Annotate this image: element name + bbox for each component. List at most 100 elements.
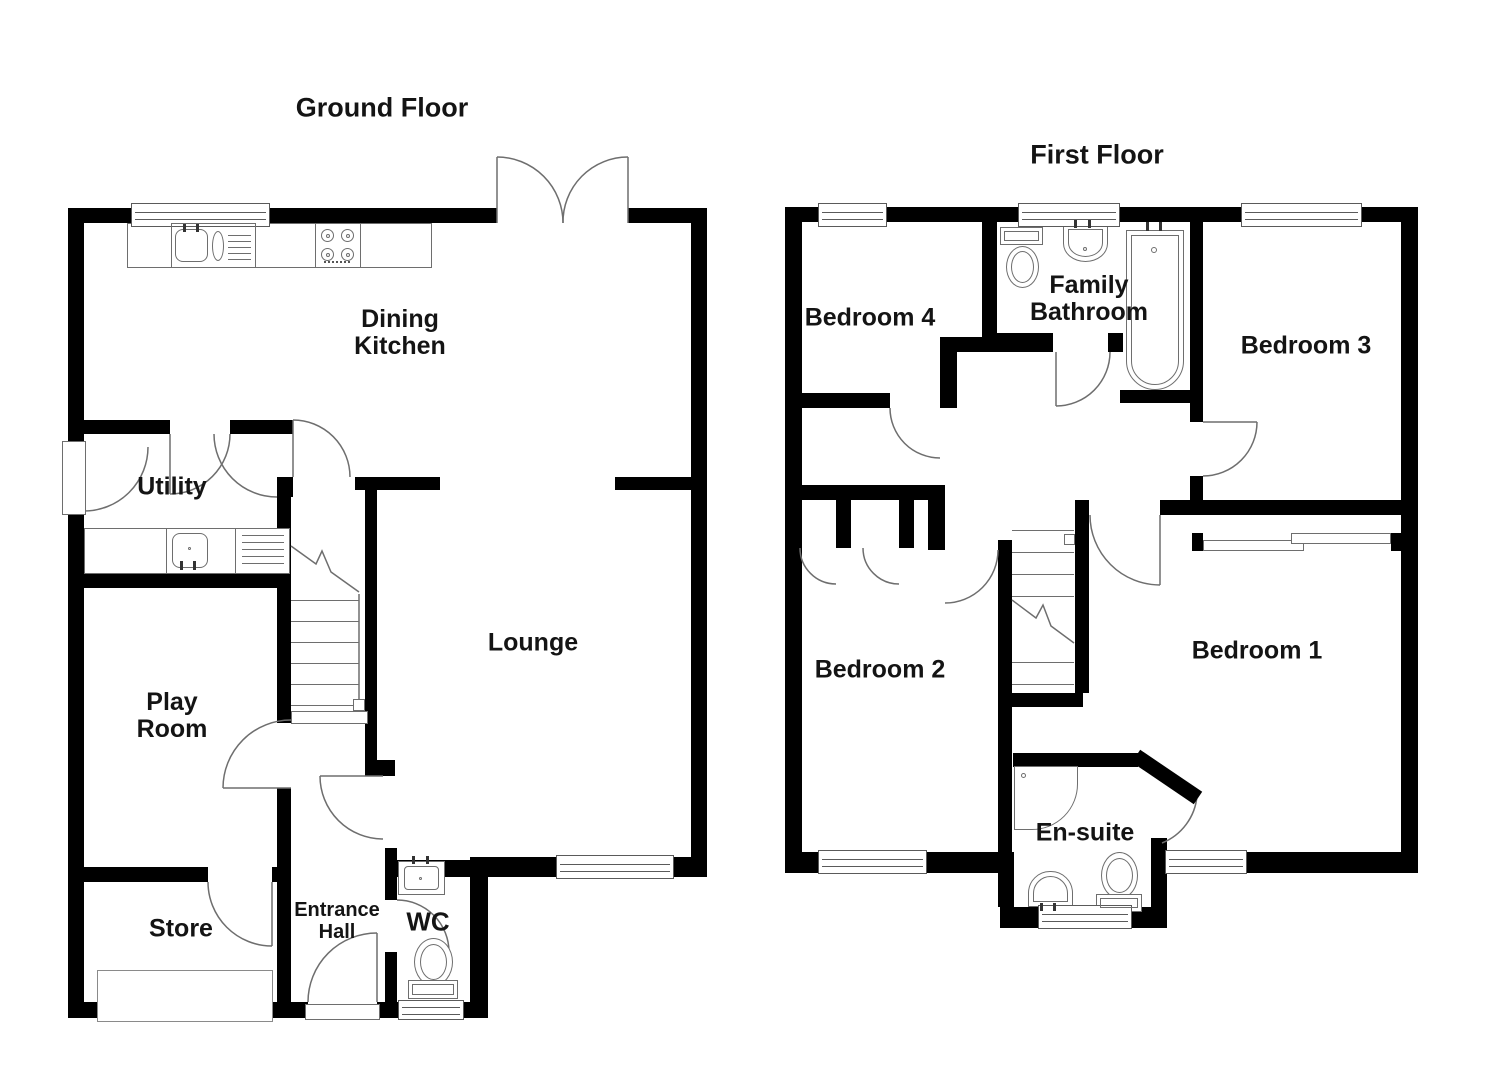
room-label-bedroom1: Bedroom 1: [1191, 636, 1323, 665]
kitchen-sink-oval: [212, 231, 224, 261]
window: [1018, 203, 1120, 227]
window: [818, 203, 887, 227]
shower-drain: [1021, 773, 1026, 778]
wall-segment: [1245, 852, 1418, 873]
hob-burner-icon: [321, 248, 334, 261]
diagonal-walls: [1131, 749, 1203, 805]
french-door-arc: [496, 156, 564, 224]
window: [398, 1000, 464, 1020]
utility-tap-icon: [193, 561, 196, 570]
ensuite-cistern-inner: [1100, 898, 1138, 908]
room-label-lounge: Lounge: [487, 628, 579, 657]
wall-segment: [277, 420, 291, 434]
stair-tread: [291, 663, 359, 664]
utility-sink-bowl: [172, 533, 208, 568]
wc-tap-icon: [412, 856, 415, 864]
drainer-line: [228, 247, 251, 248]
wall-segment: [385, 952, 397, 1003]
wall-segment: [68, 511, 84, 1018]
room-label-store: Store: [149, 914, 213, 943]
wall-segment: [462, 1002, 488, 1018]
utility-hall-door-arc: [213, 433, 278, 498]
store-bay: [97, 970, 273, 1022]
bedroom1-door-arc: [1089, 514, 1161, 586]
kitchen-utility-door-arc: [169, 433, 231, 495]
wall-segment: [68, 208, 84, 445]
bathtub-drain: [1151, 247, 1157, 253]
room-label-ensuite: En-suite: [1035, 818, 1135, 847]
wall-segment: [1000, 907, 1040, 928]
wall-segment: [277, 477, 293, 497]
wall-segment: [1075, 500, 1089, 693]
bathroom-toilet-bowl-inner: [1011, 251, 1034, 283]
wall-segment: [385, 848, 397, 900]
ensuite-basin-inner: [1033, 876, 1068, 902]
ground-floor-title: Ground Floor: [295, 92, 469, 123]
wc-cistern-inner: [412, 984, 454, 995]
wall-segment: [1160, 500, 1401, 515]
wall-segment: [1391, 533, 1401, 551]
drainer-line: [228, 235, 251, 236]
wall-segment: [982, 333, 1053, 352]
stair-tread: [1012, 662, 1074, 663]
bathtub-tap-icon: [1159, 222, 1162, 231]
room-label-dining-kitchen: Dining Kitchen: [354, 305, 446, 360]
utility-tap-icon: [180, 561, 183, 570]
wall-segment: [928, 485, 945, 550]
bathtub-inner: [1131, 235, 1179, 385]
kitchen-tap-icon: [183, 224, 186, 232]
wall-segment: [998, 540, 1012, 693]
bedroom4-door-arc: [889, 407, 941, 459]
hob-burner-dot: [326, 253, 330, 257]
wall-segment: [628, 208, 707, 223]
stair-newel-post: [1064, 534, 1075, 545]
closet-door-arc: [799, 547, 837, 585]
utility-sink-unit: [166, 528, 236, 574]
room-label-family-bathroom: Family Bathroom: [1029, 271, 1149, 326]
ensuite-toilet-bowl-inner: [1106, 858, 1133, 893]
hob-burner-icon: [321, 229, 334, 242]
utility-exterior-door-leaf: [62, 441, 86, 515]
stair-newel-post: [353, 699, 365, 711]
drainer-line: [228, 241, 251, 242]
wall-segment: [1190, 476, 1203, 502]
stair-tread: [1012, 596, 1074, 597]
stair-break-line: [290, 545, 360, 593]
stair-tread: [291, 705, 359, 706]
bathroom-basin-drain: [1083, 247, 1087, 251]
stair-tread: [1012, 530, 1074, 531]
wardrobe-panel: [1203, 540, 1304, 551]
wall-segment: [470, 857, 558, 877]
first-floor-title: First Floor: [1030, 139, 1164, 170]
wall-segment: [615, 477, 691, 490]
wall-segment: [1108, 333, 1123, 352]
lounge-door-arc: [319, 775, 384, 840]
kitchen-sink-bowl: [175, 229, 208, 262]
stair-tread: [291, 621, 359, 622]
wall-segment: [802, 485, 928, 500]
ensuite-diagonal-wall: [1131, 749, 1203, 805]
wall-segment: [1190, 222, 1203, 422]
wall-segment: [1192, 533, 1203, 551]
bathroom-tap-icon: [1088, 220, 1091, 228]
store-door-arc: [207, 881, 273, 947]
ensuite-door-arc: [1161, 795, 1198, 844]
wall-segment: [377, 1002, 400, 1018]
bedroom3-door-arc: [1202, 421, 1258, 477]
wall-segment: [802, 393, 890, 408]
wardrobe-panel: [1291, 533, 1391, 544]
hob-burner-icon: [341, 248, 354, 261]
wall-segment: [365, 490, 377, 760]
window: [1241, 203, 1362, 227]
hob-burner-dot: [346, 234, 350, 238]
stair-tread: [1012, 552, 1074, 553]
drainer-line: [242, 549, 284, 550]
wc-basin-drain: [419, 877, 422, 880]
stair-details: [290, 545, 1075, 817]
wall-segment: [925, 852, 1000, 873]
room-label-entrance-hall: Entrance Hall: [294, 899, 380, 943]
wall-segment: [355, 477, 440, 490]
kitchen-sink-unit: [171, 223, 256, 268]
wall-segment: [836, 500, 851, 548]
